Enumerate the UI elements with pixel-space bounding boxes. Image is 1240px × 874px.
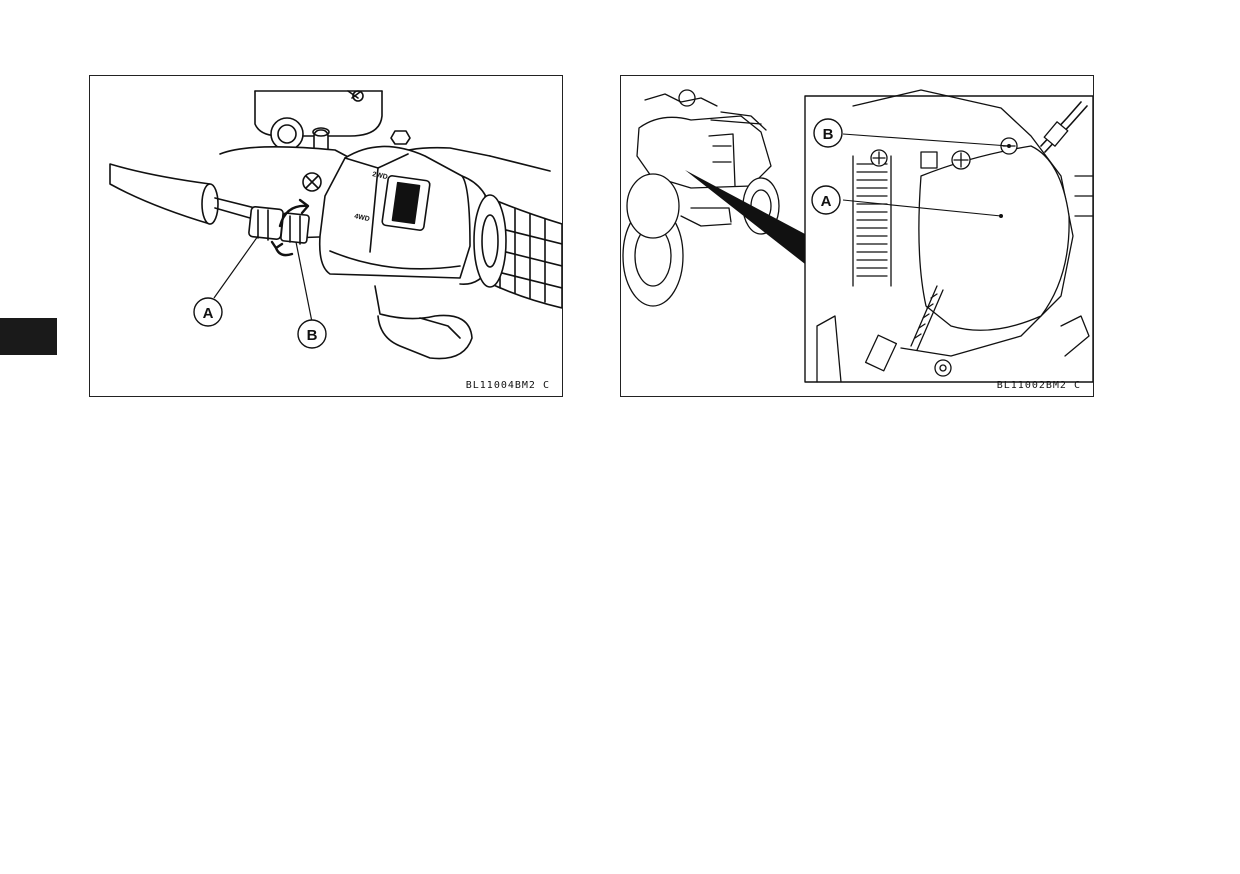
figure-carburetor-detail: B A BL11002BM2 C xyxy=(620,75,1094,397)
decal-2wd: 2WD xyxy=(372,171,389,181)
figure-code: BL11002BM2 C xyxy=(996,380,1081,391)
figure-throttle-adjuster: 2WD 4WD A B BL11004BM2 C xyxy=(89,75,563,397)
section-tab-marker xyxy=(0,318,57,355)
callout-a-leader xyxy=(213,235,259,299)
decal-4wd: 4WD xyxy=(354,213,371,223)
callout-a-label: A xyxy=(821,193,832,210)
callout-a-leader xyxy=(842,199,1002,217)
callout-b: B xyxy=(813,118,843,148)
callout-b: B xyxy=(297,319,327,349)
callout-a: A xyxy=(811,185,841,215)
callout-b-leader xyxy=(842,133,1010,147)
callout-b-label: B xyxy=(823,126,834,143)
callout-a-label: A xyxy=(203,305,214,322)
detail-pointer xyxy=(685,170,805,264)
callout-a: A xyxy=(193,297,223,327)
callout-b-leader xyxy=(295,241,313,323)
callout-b-label: B xyxy=(307,327,318,344)
throttle-adjuster-illustration: 2WD 4WD A B xyxy=(109,90,562,360)
carburetor-detail-illustration: B A xyxy=(622,89,1093,383)
figure-code: BL11004BM2 C xyxy=(465,380,550,391)
